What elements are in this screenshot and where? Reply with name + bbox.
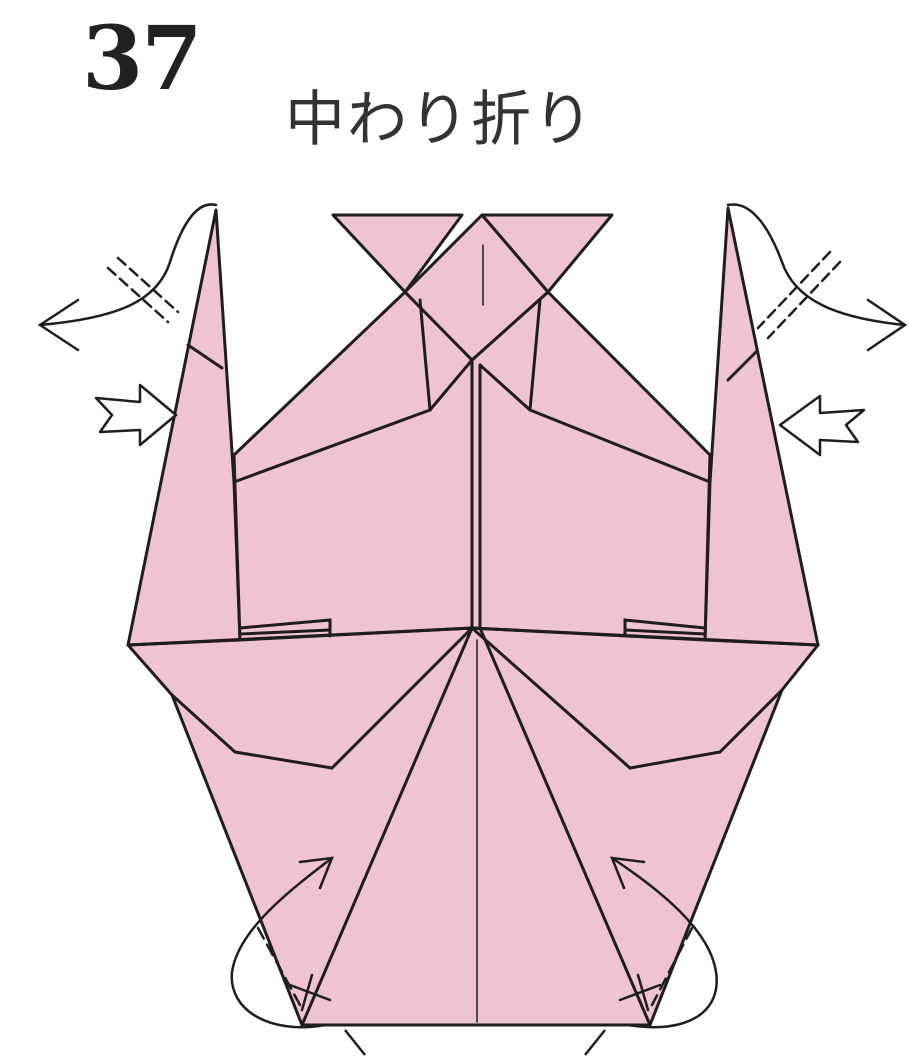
top-left-point [331, 213, 464, 294]
push-arrow-left-icon [778, 394, 866, 457]
push-arrow-right-icon [94, 383, 178, 447]
arrow-right-icon [726, 203, 908, 352]
fold-arrow-icon [230, 856, 334, 1029]
fold-arrow-icon [610, 856, 718, 1029]
bottom-guide-lines [344, 1029, 606, 1056]
right-upper-panel [470, 290, 712, 642]
center-diamond [403, 213, 550, 362]
paper-model [126, 206, 820, 1027]
crease-lines [126, 244, 820, 1027]
step-title: 中わり折り [285, 85, 595, 155]
step-number: 37 [82, 6, 202, 110]
arrow-left-icon [37, 203, 218, 352]
left-upper-panel [232, 290, 474, 642]
